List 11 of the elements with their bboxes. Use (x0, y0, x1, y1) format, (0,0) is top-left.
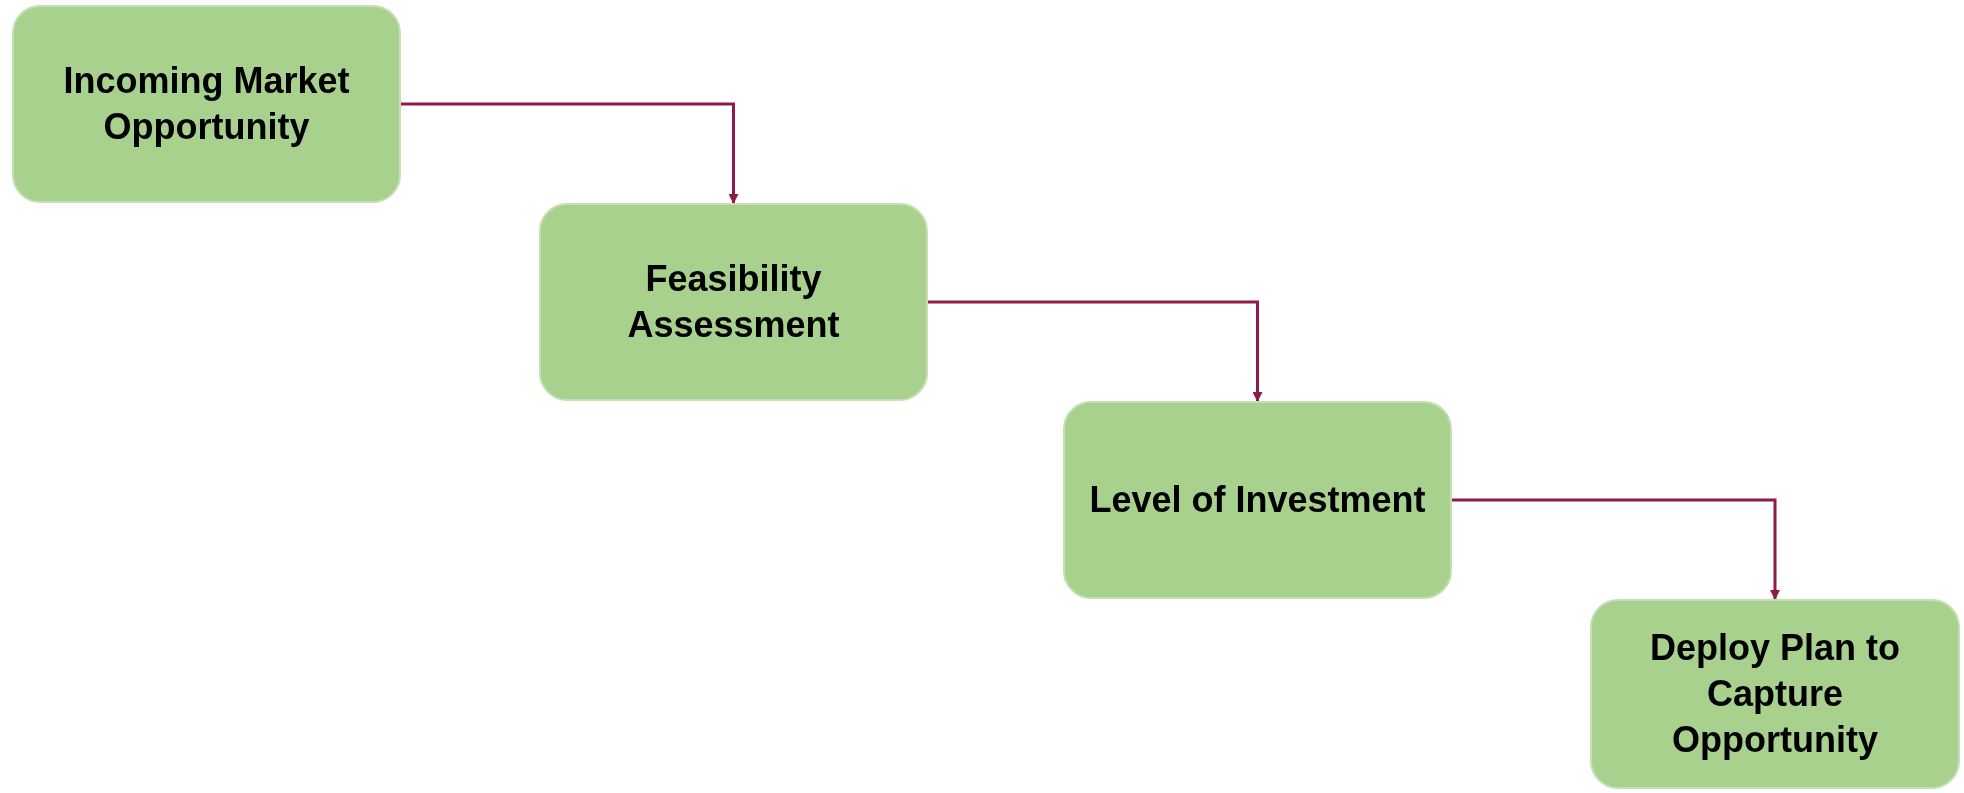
process-box (1063, 401, 1452, 599)
box-label: Incoming Market Opportunity (62, 59, 351, 149)
process-box (1590, 599, 1960, 789)
process-box (539, 203, 928, 401)
process-box (12, 5, 401, 203)
connector-arrow (1452, 498, 1780, 600)
box-label: Level of Investment (1089, 478, 1426, 522)
connector-arrow (928, 300, 1263, 402)
box-label: Deploy Plan to Capture Opportunity (1649, 626, 1901, 762)
box-label: Feasibility Assessment (626, 257, 841, 347)
connector-arrow (401, 102, 739, 204)
